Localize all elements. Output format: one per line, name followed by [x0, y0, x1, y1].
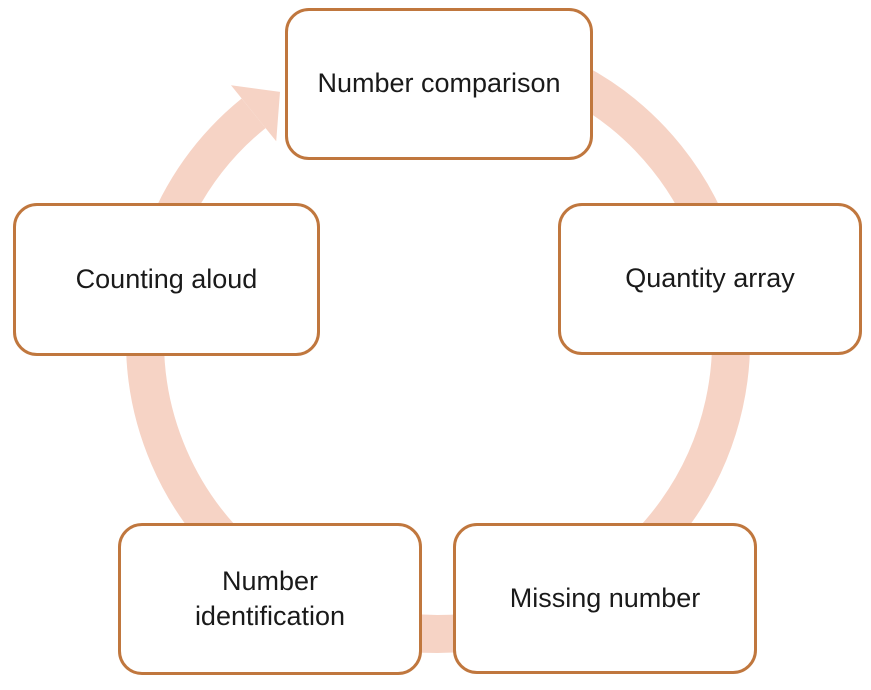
node-label: Quantity array	[625, 263, 795, 294]
node-label: Number identification	[194, 565, 346, 631]
node-quantity-array: Quantity array	[558, 203, 862, 355]
node-label: Counting aloud	[75, 263, 258, 294]
node-counting-aloud: Counting aloud	[13, 203, 320, 356]
node-number-identification: Number identification	[118, 523, 422, 675]
node-label: Number comparison	[317, 68, 561, 99]
node-label: Missing number	[509, 582, 701, 613]
cycle-arrowhead-icon	[231, 85, 280, 142]
node-missing-number: Missing number	[453, 523, 757, 674]
node-number-comparison: Number comparison	[285, 8, 593, 160]
